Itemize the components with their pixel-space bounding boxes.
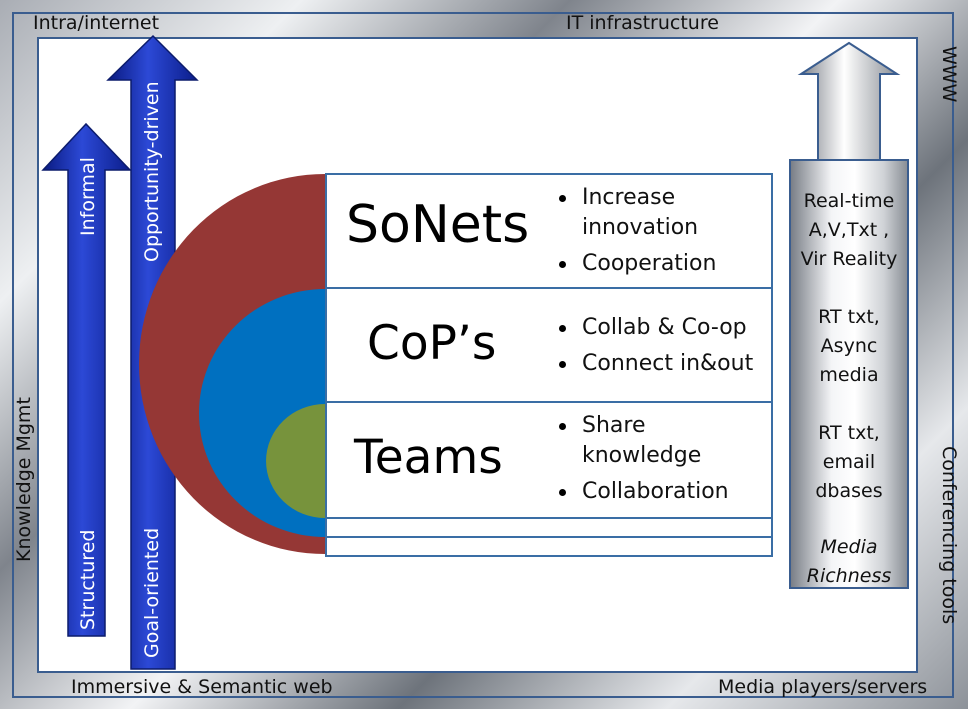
row-teams: Teams Share knowledge Collaboration (325, 401, 773, 519)
media-line: dbases (815, 480, 883, 502)
label-goal-oriented: Goal-oriented (141, 527, 163, 658)
media-line: Real-time (803, 190, 895, 212)
media-line: Async (820, 335, 878, 357)
row-empty-1 (325, 517, 773, 538)
media-line: Vir Reality (800, 248, 898, 270)
media-line: Media (820, 536, 878, 558)
label-informal: Informal (77, 157, 99, 236)
media-group-realtime: Real-time A,V,Txt , Vir Reality (791, 187, 907, 274)
bullets-teams: Share knowledge Collaboration (556, 411, 766, 507)
label-media-players-servers: Media players/servers (718, 676, 928, 698)
media-line: email (822, 451, 876, 473)
row-title-sonets: SoNets (346, 195, 530, 255)
row-empty-2 (325, 536, 773, 557)
row-title-teams: Teams (354, 430, 503, 485)
media-richness-arrow-head (797, 41, 901, 162)
row-sonets: SoNets Increase innovation Cooperation (325, 173, 773, 289)
row-title-cops: CoP’s (367, 316, 497, 371)
bullets-cops: Collab & Co-op Connect in&out (556, 313, 771, 379)
media-group-email: RT txt, email dbases (791, 419, 907, 506)
media-line: RT txt, (818, 306, 880, 328)
bullet-item: Cooperation (556, 249, 766, 279)
bullet-item: Collaboration (556, 477, 766, 507)
media-richness-column: Real-time A,V,Txt , Vir Reality RT txt, … (789, 159, 909, 589)
inner-circle-teams (266, 404, 325, 518)
frame-outer-border (12, 12, 954, 698)
bullet-item: Increase innovation (556, 183, 732, 243)
structured-informal-arrow (41, 122, 132, 637)
media-line: A,V,Txt , (808, 219, 890, 241)
label-structured: Structured (77, 529, 99, 630)
bullet-item: Collab & Co-op (556, 313, 771, 343)
media-line: Richness (806, 565, 892, 587)
label-immersive-semantic-web: Immersive & Semantic web (71, 676, 333, 698)
label-it-infrastructure: IT infrastructure (566, 12, 719, 34)
media-group-async: RT txt, Async media (791, 303, 907, 390)
bullets-sonets: Increase innovation Cooperation (556, 183, 766, 279)
label-opportunity-driven: Opportunity-driven (141, 81, 163, 262)
label-intra-internet: Intra/internet (33, 12, 160, 34)
media-line: RT txt, (818, 422, 880, 444)
media-richness-caption: Media Richness (791, 533, 907, 591)
row-cops: CoP’s Collab & Co-op Connect in&out (325, 287, 773, 403)
bullet-item: Connect in&out (556, 349, 771, 379)
bullet-item: Share knowledge (556, 411, 722, 471)
media-line: media (819, 364, 879, 386)
